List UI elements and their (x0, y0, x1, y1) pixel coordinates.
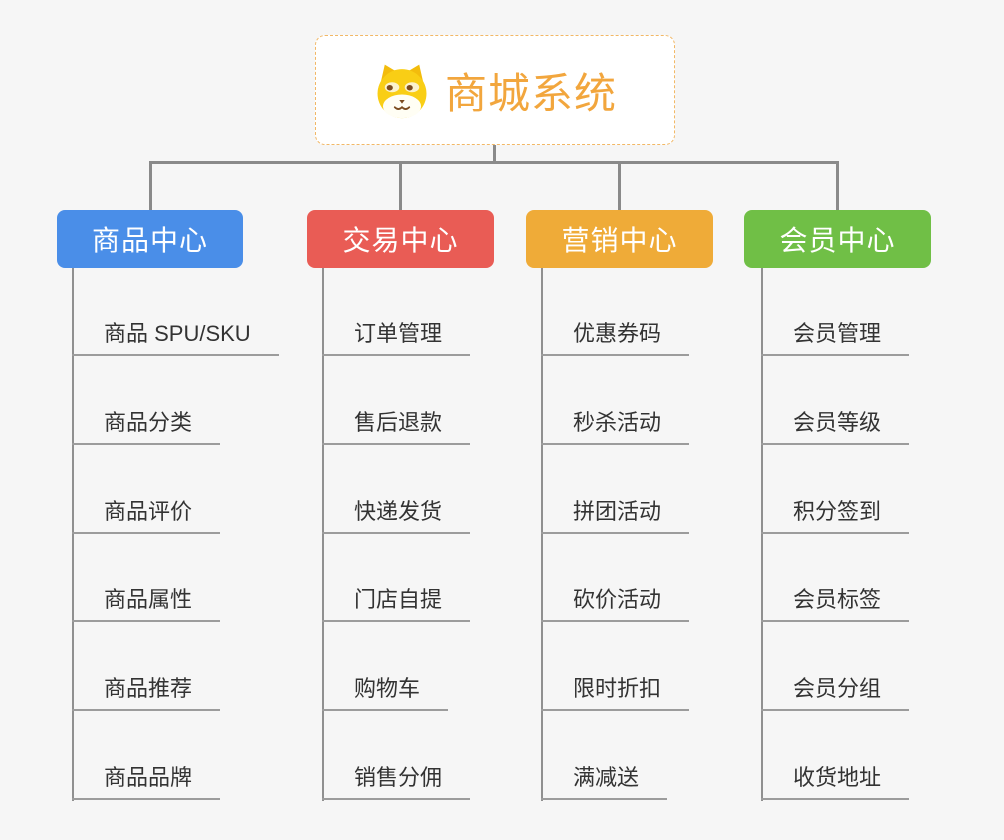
trunk-line-product (72, 268, 74, 801)
topic-item[interactable]: 商品分类 (72, 403, 221, 445)
branch-node-product[interactable]: 商品中心 (57, 210, 243, 268)
trunk-line-member (761, 268, 763, 801)
topic-item[interactable]: 会员标签 (761, 580, 910, 622)
branch-label: 商品中心 (91, 225, 208, 256)
connector-drop-member (836, 161, 839, 210)
branch-label: 会员中心 (779, 225, 896, 256)
topic-item[interactable]: 秒杀活动 (541, 403, 690, 445)
branch-label: 交易中心 (342, 225, 459, 256)
branch-node-trade[interactable]: 交易中心 (307, 210, 494, 268)
topic-item[interactable]: 限时折扣 (541, 669, 690, 711)
topic-item[interactable]: 会员等级 (761, 403, 910, 445)
branch-node-member[interactable]: 会员中心 (744, 210, 931, 268)
topic-item[interactable]: 订单管理 (322, 314, 471, 356)
connector-rail (149, 161, 839, 164)
topic-item[interactable]: 会员管理 (761, 314, 910, 356)
root-title: 商城系统 (444, 69, 617, 117)
topic-item[interactable]: 满减送 (541, 758, 668, 800)
connector-drop-product (149, 161, 152, 210)
topic-item[interactable]: 售后退款 (322, 403, 471, 445)
connector-drop-trade (399, 161, 402, 210)
topic-item[interactable]: 商品品牌 (72, 758, 221, 800)
connector-root-stem (493, 145, 496, 162)
topic-item[interactable]: 商品 SPU/SKU (72, 314, 279, 356)
branch-node-marketing[interactable]: 营销中心 (526, 210, 713, 268)
topic-item[interactable]: 积分签到 (761, 492, 910, 534)
topic-item[interactable]: 会员分组 (761, 669, 910, 711)
topic-item[interactable]: 优惠券码 (541, 314, 690, 356)
topic-item[interactable]: 门店自提 (322, 580, 471, 622)
trunk-line-trade (322, 268, 324, 801)
topic-item[interactable]: 商品推荐 (72, 669, 221, 711)
branch-label: 营销中心 (561, 225, 678, 256)
trunk-line-marketing (541, 268, 543, 801)
root-node[interactable]: 商城系统 (315, 35, 675, 145)
topic-item[interactable]: 销售分佣 (322, 758, 471, 800)
topic-item[interactable]: 购物车 (322, 669, 449, 711)
topic-item[interactable]: 拼团活动 (541, 492, 690, 534)
connector-drop-marketing (618, 161, 621, 210)
topic-item[interactable]: 商品评价 (72, 492, 221, 534)
dog-face-icon (373, 61, 431, 119)
topic-item[interactable]: 商品属性 (72, 580, 221, 622)
topic-item[interactable]: 快递发货 (322, 492, 471, 534)
topic-item[interactable]: 收货地址 (761, 758, 910, 800)
topic-item[interactable]: 砍价活动 (541, 580, 690, 622)
